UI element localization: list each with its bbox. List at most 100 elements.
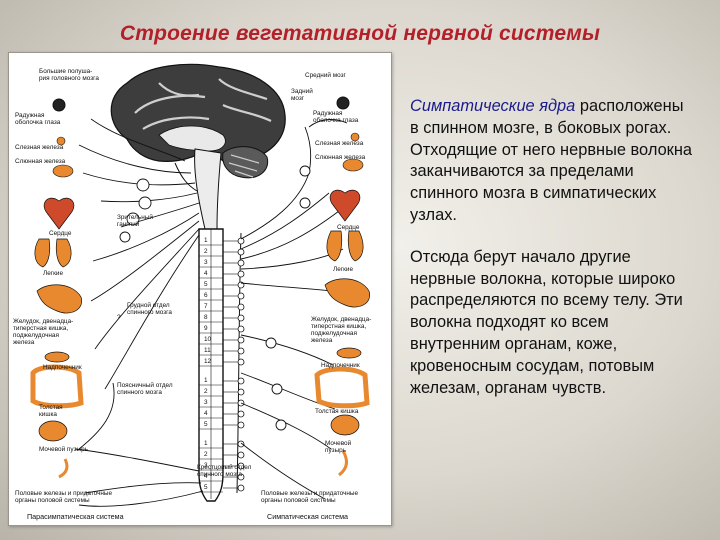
- caption-parasympathetic: Парасимпатическая система: [27, 512, 124, 521]
- lbl-hindbrain-1: Задний: [291, 87, 313, 95]
- lbl-left-tear-gland: Слезная железа: [15, 144, 64, 151]
- chain-ganglion: [237, 410, 245, 418]
- lbl-thoracic-spinal-2: спинного мозга: [127, 309, 172, 316]
- lbl-right-bladder-1: Мочевой: [325, 439, 352, 447]
- lbl-right-stomach-2: типерстная кишка,: [311, 323, 366, 330]
- lbl-right-stomach-4: железа: [311, 337, 333, 344]
- lbl-right-adrenal: Надпочечник: [321, 362, 360, 369]
- lbl-left-lungs: Легкие: [43, 270, 63, 277]
- left-colon-icon: [30, 364, 84, 409]
- chain-ganglion: [237, 358, 245, 366]
- lbl-sacral-spinal-1: Крестцовый отдел: [197, 463, 252, 471]
- left-stomach-icon: [36, 284, 83, 314]
- lbl-right-bladder-2: пузырь: [325, 447, 347, 454]
- lbl-right-colon: Толстая кишка: [315, 408, 359, 415]
- spinal-segment-number: 1: [204, 237, 208, 244]
- brain-illustration: [110, 63, 286, 230]
- spinal-segment-number: 5: [204, 281, 208, 288]
- lbl-right-stomach-3: поджелудочная: [311, 330, 357, 337]
- lbl-left-genitals-1: Половые железы и придаточные: [15, 490, 113, 497]
- parasympathetic-ganglia: [119, 178, 152, 243]
- spinal-segment-number: 2: [204, 248, 208, 255]
- lbl-left-stomach-1: Желудок, двенадца-: [13, 318, 73, 325]
- lbl-right-salivary-gland: Слюнная железа: [315, 154, 366, 161]
- spinal-segment-number: 1: [204, 440, 208, 447]
- lbl-thoracic-spinal-1: Грудной отдел: [127, 301, 170, 309]
- right-salivary-gland-icon: [342, 158, 364, 172]
- paragraph-2: Отсюда берут начало другие нервные волок…: [410, 247, 683, 397]
- left-genitals-icon: [58, 458, 69, 479]
- spinal-segment-number: 9: [204, 325, 208, 332]
- left-salivary-gland-icon: [52, 164, 74, 178]
- spinal-segment-number: 7: [204, 303, 208, 310]
- lbl-midbrain: Средний мозг: [305, 71, 347, 79]
- spinal-segment-number: 8: [204, 314, 208, 321]
- chain-ganglion: [237, 347, 245, 355]
- spinal-segment-number: 4: [204, 410, 208, 417]
- chain-ganglion: [237, 325, 245, 333]
- right-bladder-icon: [330, 414, 360, 436]
- svg-text:Желудок, двенадца-типерстная к: Желудок, двенадца-типерстная кишка,подже…: [13, 318, 73, 346]
- spinal-segment-number: 2: [204, 388, 208, 395]
- chain-ganglion: [237, 421, 245, 429]
- lbl-big-hemispheres-2: рия головного мозга: [39, 75, 99, 82]
- chain-ganglion: [237, 303, 245, 311]
- lbl-left-heart: Сердце: [49, 230, 72, 237]
- lbl-left-salivary-gland: Слюнная железа: [15, 158, 66, 165]
- left-heart-icon: [43, 197, 75, 230]
- right-genitals-icon: [338, 450, 348, 477]
- lbl-left-iris-2: оболочка глаза: [15, 118, 61, 126]
- lbl-right-iris-2: оболочка глаза: [313, 116, 359, 124]
- parasympathetic-fibers: [74, 118, 204, 507]
- spinal-segment-number: 4: [204, 270, 208, 277]
- chain-ganglion: [237, 292, 245, 300]
- question-mark: ?: [117, 314, 121, 321]
- chain-ganglion: [237, 336, 245, 344]
- right-heart-icon: [329, 189, 361, 222]
- svg-text:Желудок, двенадца-типерстная к: Желудок, двенадца-типерстная кишка,подже…: [311, 316, 371, 344]
- lbl-sacral-spinal-2: спинного мозга: [197, 471, 242, 478]
- lbl-lumbar-spinal-1: Поясничный отдел: [117, 381, 173, 389]
- lbl-ciliary-ganglion-1: Зрительный: [117, 213, 153, 221]
- lbl-right-genitals-2: органы половой системы: [261, 496, 336, 504]
- lbl-right-genitals-1: Половые железы и придаточные: [261, 490, 359, 497]
- lbl-big-hemispheres-1: Большие полуша-: [39, 68, 92, 75]
- left-adrenal-icon: [44, 351, 70, 363]
- chain-ganglion: [237, 440, 245, 448]
- lbl-hindbrain-2: мозг: [291, 95, 305, 102]
- chain-ganglion: [237, 451, 245, 459]
- lbl-right-stomach-1: Желудок, двенадца-: [311, 316, 371, 323]
- slide-title: Строение вегетативной нервной системы: [119, 22, 601, 45]
- spinal-segment-number: 5: [204, 421, 208, 428]
- left-iris-icon: [52, 98, 66, 112]
- lbl-right-lungs: Легкие: [333, 266, 353, 273]
- lbl-left-stomach-2: типерстная кишка,: [13, 325, 68, 332]
- right-lungs-icon: [326, 230, 364, 262]
- spinal-segment-number: 12: [204, 358, 212, 365]
- left-tear-gland-icon: [56, 136, 66, 146]
- chain-ganglion: [237, 270, 245, 278]
- spinal-segment-number: 2: [204, 451, 208, 458]
- lbl-left-iris-1: Радужная: [15, 112, 45, 119]
- spinal-segment-number: 3: [204, 462, 208, 469]
- sympathetic-prevertebral-ganglia: [265, 165, 311, 431]
- left-lungs-icon: [34, 238, 72, 268]
- lbl-right-iris-1: Радужная: [313, 110, 343, 117]
- paragraph-1-rest: расположены в спинном мозге, в боковых р…: [410, 97, 693, 224]
- chain-ganglion: [237, 248, 245, 256]
- lbl-left-adrenal: Надпочечник: [43, 364, 82, 371]
- spinal-segment-number: 5: [204, 484, 208, 491]
- chain-ganglion: [237, 377, 245, 385]
- right-stomach-icon: [324, 278, 371, 308]
- left-labels: Большие полуша-рия головного мозга Радуж…: [13, 68, 252, 521]
- spinal-segment-number: 6: [204, 292, 208, 299]
- right-tear-gland-icon: [350, 132, 360, 142]
- left-organs: [30, 98, 84, 479]
